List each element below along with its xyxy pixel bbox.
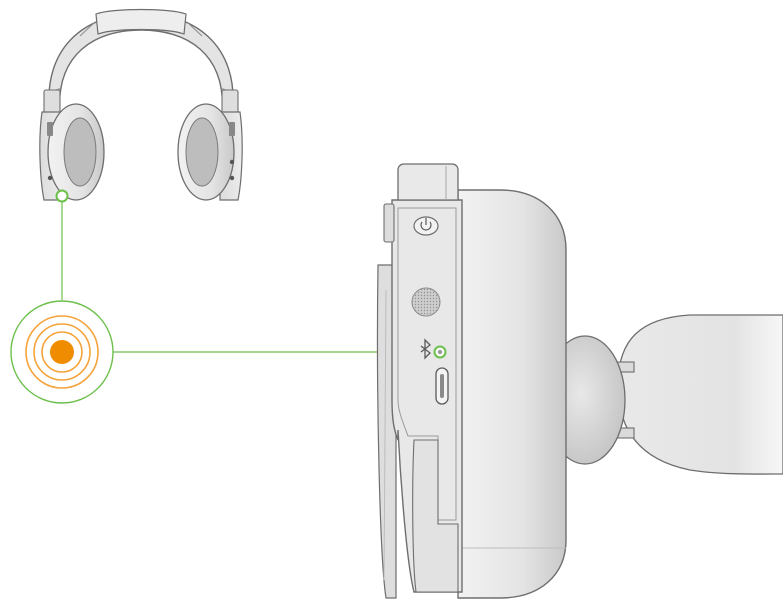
power-icon <box>420 218 432 231</box>
slider-top-block <box>397 163 459 201</box>
earcup-side-view <box>376 163 783 599</box>
indicator-pulse-callout <box>10 300 114 404</box>
microphone-grille <box>411 287 441 317</box>
indicator-light-icon <box>50 340 74 364</box>
ear-cushion-side <box>457 189 567 599</box>
callout-lines <box>61 202 432 353</box>
bluetooth-icon <box>420 338 431 360</box>
earcup-main-shell <box>391 199 463 593</box>
headband-pad <box>95 8 187 35</box>
headphones-overview <box>39 8 243 203</box>
headband-side <box>617 314 783 475</box>
usb-c-port <box>435 367 449 405</box>
power-button <box>413 216 439 236</box>
microphone-icon <box>411 287 441 317</box>
overview-indicator-highlight <box>55 189 69 203</box>
